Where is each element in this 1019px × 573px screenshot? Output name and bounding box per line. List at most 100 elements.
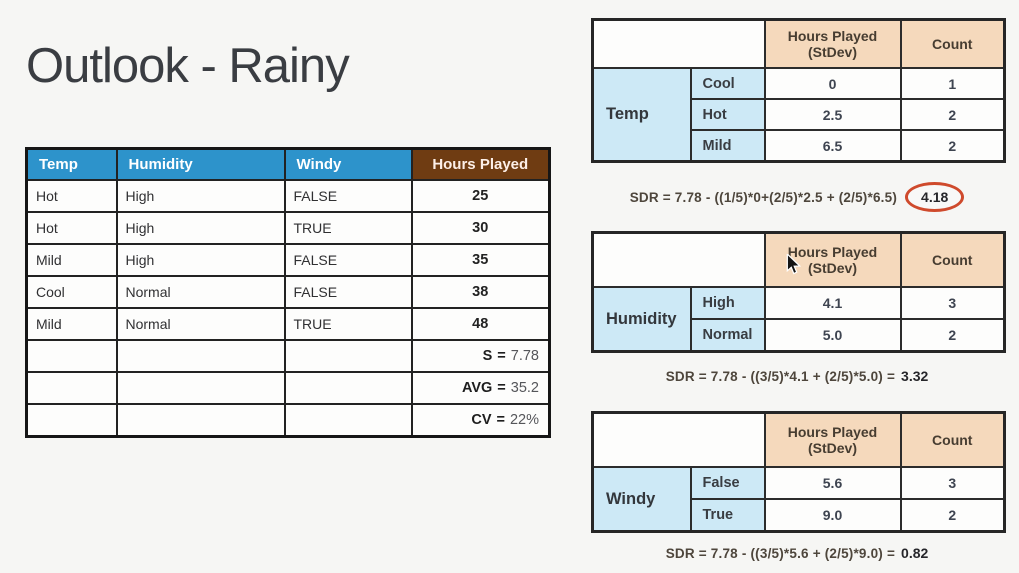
sdr-formula-temp: SDR = 7.78 - ((1/5)*0+(2/5)*2.5 + (2/5)*…	[629, 189, 898, 205]
detail-row: Hot 2.5 2	[593, 98, 1006, 131]
detail-header-row: Hours Played (StDev) Count	[591, 18, 1006, 69]
empty-cell	[25, 403, 118, 438]
page-title: Outlook - Rainy	[26, 39, 350, 93]
summary-row-cv: CV=22%	[25, 403, 551, 438]
empty-cell	[25, 371, 118, 405]
column-header-windy: Windy	[283, 147, 413, 181]
stdev-cell: 6.5	[763, 129, 902, 163]
detail-row: Normal 5.0 2	[593, 318, 1006, 353]
count-column-header: Count	[899, 231, 1006, 288]
cell-hours: 30	[410, 211, 551, 245]
empty-header-cell	[591, 18, 766, 69]
cell-hours: 25	[410, 179, 551, 213]
detail-row: Mild 6.5 2	[593, 129, 1006, 163]
stdev-column-header: Hours Played (StDev)	[763, 231, 902, 288]
stdev-cell: 2.5	[763, 98, 902, 131]
table-row: Mild Normal TRUE 48	[25, 307, 551, 341]
detail-row: Windy False 5.6 3	[591, 466, 1006, 533]
count-column-header: Count	[899, 18, 1006, 69]
category-cell: False	[689, 466, 766, 500]
stdev-cell: 5.6	[763, 466, 902, 500]
detail-header-row: Hours Played (StDev) Count	[591, 411, 1006, 468]
sdr-formula-windy: SDR = 7.78 - ((3/5)*5.6 + (2/5)*9.0) =	[665, 545, 896, 561]
empty-cell	[115, 339, 286, 373]
table-row: Hot High FALSE 25	[25, 179, 551, 213]
group-label-temp: Temp	[591, 67, 692, 163]
count-cell: 2	[899, 129, 1006, 163]
summary-row-avg: AVG=35.2	[25, 371, 551, 405]
empty-cell	[25, 339, 118, 373]
empty-cell	[283, 339, 413, 373]
windy-detail-table: Hours Played (StDev) Count Windy False 5…	[591, 411, 1006, 533]
outlook-rainy-table: Temp Humidity Windy Hours Played Hot Hig…	[25, 147, 551, 438]
cell-temp: Hot	[25, 179, 118, 213]
cell-humidity: Normal	[115, 307, 286, 341]
temp-detail-table: Hours Played (StDev) Count Temp Cool 0 1…	[591, 18, 1006, 163]
category-cell: Normal	[689, 318, 766, 353]
detail-row: True 9.0 2	[593, 498, 1006, 533]
empty-header-cell	[591, 411, 766, 468]
empty-cell	[283, 371, 413, 405]
cell-windy: TRUE	[283, 211, 413, 245]
count-cell: 1	[899, 67, 1006, 100]
empty-header-cell	[591, 231, 766, 288]
cell-temp: Cool	[25, 275, 118, 309]
sdr-result-temp-highlighted: 4.18	[905, 182, 965, 212]
sdr-line-temp: SDR = 7.78 - ((1/5)*0+(2/5)*2.5 + (2/5)*…	[591, 178, 1003, 216]
avg-summary-cell: AVG=35.2	[410, 371, 551, 405]
sdr-result-humidity: 3.32	[901, 368, 929, 384]
cell-temp: Hot	[25, 211, 118, 245]
table-header-row: Temp Humidity Windy Hours Played	[25, 147, 551, 181]
table-row: Cool Normal FALSE 38	[25, 275, 551, 309]
cell-temp: Mild	[25, 307, 118, 341]
category-cell: High	[689, 286, 766, 320]
count-column-header: Count	[899, 411, 1006, 468]
sdr-result-windy: 0.82	[901, 545, 929, 561]
empty-cell	[115, 403, 286, 438]
count-cell: 2	[899, 318, 1006, 353]
stdev-column-header: Hours Played (StDev)	[763, 18, 902, 69]
group-label-windy: Windy	[591, 466, 692, 533]
category-cell: True	[689, 498, 766, 533]
sdr-line-windy: SDR = 7.78 - ((3/5)*5.6 + (2/5)*9.0) = 0…	[591, 540, 1003, 566]
cell-hours: 35	[410, 243, 551, 277]
cell-humidity: High	[115, 243, 286, 277]
summary-row-stdev: S=7.78	[25, 339, 551, 373]
column-header-temp: Temp	[25, 147, 118, 181]
cell-humidity: High	[115, 211, 286, 245]
cell-hours: 48	[410, 307, 551, 341]
detail-row: Humidity High 4.1 3	[591, 286, 1006, 353]
column-header-humidity: Humidity	[115, 147, 286, 181]
count-cell: 3	[899, 286, 1006, 320]
sdr-formula-humidity: SDR = 7.78 - ((3/5)*4.1 + (2/5)*5.0) =	[665, 368, 896, 384]
detail-header-row: Hours Played (StDev) Count	[591, 231, 1006, 288]
detail-row: Temp Cool 0 1	[591, 67, 1006, 163]
cell-windy: FALSE	[283, 179, 413, 213]
group-label-humidity: Humidity	[591, 286, 692, 353]
stdev-cell: 4.1	[763, 286, 902, 320]
empty-cell	[115, 371, 286, 405]
category-cell: Cool	[689, 67, 766, 100]
mouse-cursor-icon	[786, 254, 801, 275]
stdev-column-header: Hours Played (StDev)	[763, 411, 902, 468]
cell-humidity: Normal	[115, 275, 286, 309]
cell-hours: 38	[410, 275, 551, 309]
cell-windy: FALSE	[283, 275, 413, 309]
category-cell: Hot	[689, 98, 766, 131]
category-cell: Mild	[689, 129, 766, 163]
cell-humidity: High	[115, 179, 286, 213]
table-row: Hot High TRUE 30	[25, 211, 551, 245]
count-cell: 3	[899, 466, 1006, 500]
cell-temp: Mild	[25, 243, 118, 277]
cell-windy: TRUE	[283, 307, 413, 341]
stdev-cell: 9.0	[763, 498, 902, 533]
stdev-cell: 0	[763, 67, 902, 100]
count-cell: 2	[899, 98, 1006, 131]
sdr-line-humidity: SDR = 7.78 - ((3/5)*4.1 + (2/5)*5.0) = 3…	[591, 363, 1003, 389]
humidity-detail-table: Hours Played (StDev) Count Humidity High…	[591, 231, 1006, 353]
cv-summary-cell: CV=22%	[410, 403, 551, 438]
column-header-hours-played: Hours Played	[410, 147, 551, 181]
stdev-cell: 5.0	[763, 318, 902, 353]
cell-windy: FALSE	[283, 243, 413, 277]
